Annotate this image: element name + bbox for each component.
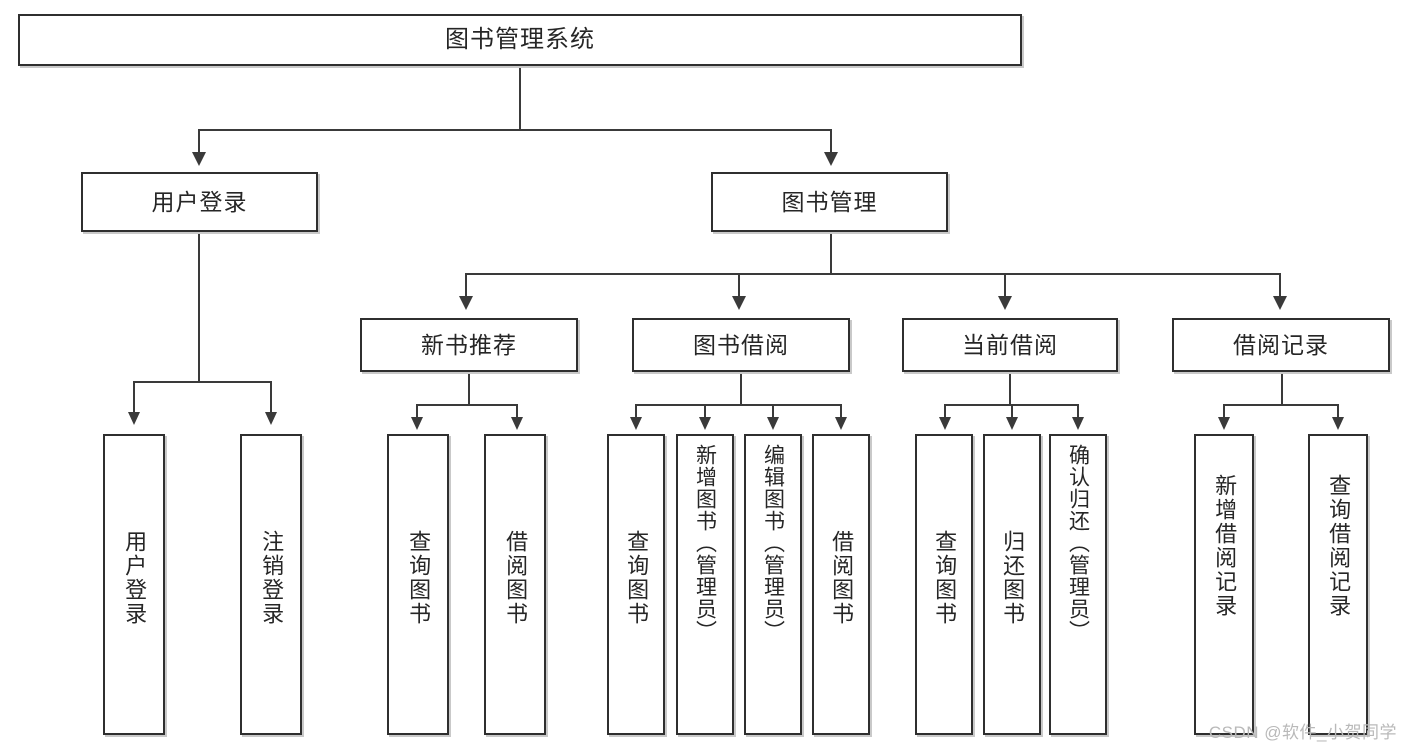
connector-book-borrow-leaf-4 [840, 404, 842, 419]
arrowhead-borrow-record-leaf-1 [1218, 417, 1230, 430]
node-new-book-recommendation[interactable]: 新书推荐 [360, 318, 578, 372]
arrowhead-borrow-record-leaf-2 [1332, 417, 1344, 430]
connector-current-borrow-stem [1009, 372, 1011, 405]
connector-user-login-bar [133, 381, 271, 383]
arrowhead-bm-to-borrow-record [1273, 296, 1287, 310]
leaf-current-borrow-return[interactable]: 归还图书 [983, 434, 1041, 735]
arrowhead-bm-to-current-borrow [998, 296, 1012, 310]
connector-book-borrow-leaf-1 [635, 404, 637, 419]
connector-root-to-book-management [830, 129, 832, 154]
connector-bm-to-current-borrow [1004, 273, 1006, 298]
node-label: 图书管理 [781, 188, 878, 215]
connector-bm-to-borrow-record [1279, 273, 1281, 298]
arrowhead-user-login-leaf-1 [128, 412, 140, 425]
node-borrow-record[interactable]: 借阅记录 [1172, 318, 1390, 372]
connector-borrow-record-leaf-1 [1223, 404, 1225, 419]
connector-user-login-stem [198, 232, 200, 382]
connector-current-borrow-leaf-1 [944, 404, 946, 419]
arrowhead-current-borrow-leaf-2 [1006, 417, 1018, 430]
node-book-management-system[interactable]: 图书管理系统 [18, 14, 1022, 66]
connector-current-borrow-leaf-3 [1077, 404, 1079, 419]
leaf-label: 注销登录 [259, 530, 285, 626]
connector-new-book-leaf-2 [516, 404, 518, 419]
arrowhead-root-to-user-login [192, 152, 206, 166]
leaf-label: 借阅图书 [503, 530, 529, 626]
connector-book-management-stem [830, 232, 832, 274]
arrowhead-book-borrow-leaf-1 [630, 417, 642, 430]
arrowhead-book-borrow-leaf-2 [699, 417, 711, 430]
leaf-label: 新增借阅记录 [1212, 474, 1238, 618]
connector-book-borrow-stem [740, 372, 742, 405]
leaf-new-book-borrow[interactable]: 借阅图书 [484, 434, 546, 735]
connector-book-borrow-leaf-3 [772, 404, 774, 419]
leaf-book-borrow-add-admin[interactable]: 新增图书（管理员） [676, 434, 734, 735]
arrowhead-root-to-book-management [824, 152, 838, 166]
connector-root-to-user-login [198, 129, 200, 154]
connector-new-book-stem [468, 372, 470, 405]
leaf-label: 查询图书 [624, 530, 650, 626]
arrowhead-user-login-leaf-2 [265, 412, 277, 425]
node-current-borrow[interactable]: 当前借阅 [902, 318, 1118, 372]
connector-user-login-to-leaf-1 [133, 381, 135, 414]
leaf-book-borrow-query[interactable]: 查询图书 [607, 434, 665, 735]
node-label: 图书借阅 [693, 331, 789, 358]
connector-root-stem [519, 66, 521, 129]
arrowhead-bm-to-book-borrow [732, 296, 746, 310]
leaf-label: 用户登录 [122, 530, 148, 626]
leaf-label: 借阅图书 [829, 530, 855, 626]
leaf-user-login-logout[interactable]: 注销登录 [240, 434, 302, 735]
node-user-login[interactable]: 用户登录 [81, 172, 318, 232]
connector-borrow-record-leaf-2 [1337, 404, 1339, 419]
arrowhead-bm-to-new-book [459, 296, 473, 310]
arrowhead-new-book-leaf-2 [511, 417, 523, 430]
arrowhead-book-borrow-leaf-3 [767, 417, 779, 430]
leaf-current-borrow-confirm-admin[interactable]: 确认归还（管理员） [1049, 434, 1107, 735]
node-label: 图书管理系统 [445, 26, 595, 54]
leaf-borrow-record-query[interactable]: 查询借阅记录 [1308, 434, 1368, 735]
node-label: 用户登录 [151, 188, 248, 215]
connector-book-borrow-bar [635, 404, 841, 406]
node-label: 当前借阅 [962, 331, 1058, 358]
connector-new-book-leaf-1 [416, 404, 418, 419]
node-label: 借阅记录 [1233, 331, 1329, 358]
connector-book-borrow-leaf-2 [704, 404, 706, 419]
leaf-new-book-query[interactable]: 查询图书 [387, 434, 449, 735]
leaf-label: 查询图书 [406, 530, 432, 626]
connector-borrow-record-stem [1281, 372, 1283, 405]
arrowhead-new-book-leaf-1 [411, 417, 423, 430]
connector-bm-to-book-borrow [738, 273, 740, 298]
arrowhead-current-borrow-leaf-3 [1072, 417, 1084, 430]
node-book-borrow[interactable]: 图书借阅 [632, 318, 850, 372]
leaf-book-borrow-borrow[interactable]: 借阅图书 [812, 434, 870, 735]
connector-user-login-to-leaf-2 [270, 381, 272, 414]
leaf-current-borrow-query[interactable]: 查询图书 [915, 434, 973, 735]
connector-current-borrow-leaf-2 [1011, 404, 1013, 419]
arrowhead-book-borrow-leaf-4 [835, 417, 847, 430]
connector-bm-to-new-book [465, 273, 467, 298]
leaf-user-login-login[interactable]: 用户登录 [103, 434, 165, 735]
leaf-label: 确认归还（管理员） [1066, 444, 1090, 642]
connector-borrow-record-bar [1223, 404, 1339, 406]
node-book-management[interactable]: 图书管理 [711, 172, 948, 232]
leaf-label: 编辑图书（管理员） [761, 444, 785, 642]
connector-book-management-bar [465, 273, 1281, 275]
connector-new-book-bar [416, 404, 518, 406]
leaf-borrow-record-add[interactable]: 新增借阅记录 [1194, 434, 1254, 735]
leaf-book-borrow-edit-admin[interactable]: 编辑图书（管理员） [744, 434, 802, 735]
leaf-label: 查询图书 [932, 530, 958, 626]
leaf-label: 新增图书（管理员） [693, 444, 717, 642]
arrowhead-current-borrow-leaf-1 [939, 417, 951, 430]
leaf-label: 归还图书 [1000, 530, 1026, 626]
node-label: 新书推荐 [421, 331, 517, 358]
connector-root-bar [198, 129, 832, 131]
leaf-label: 查询借阅记录 [1326, 474, 1352, 618]
